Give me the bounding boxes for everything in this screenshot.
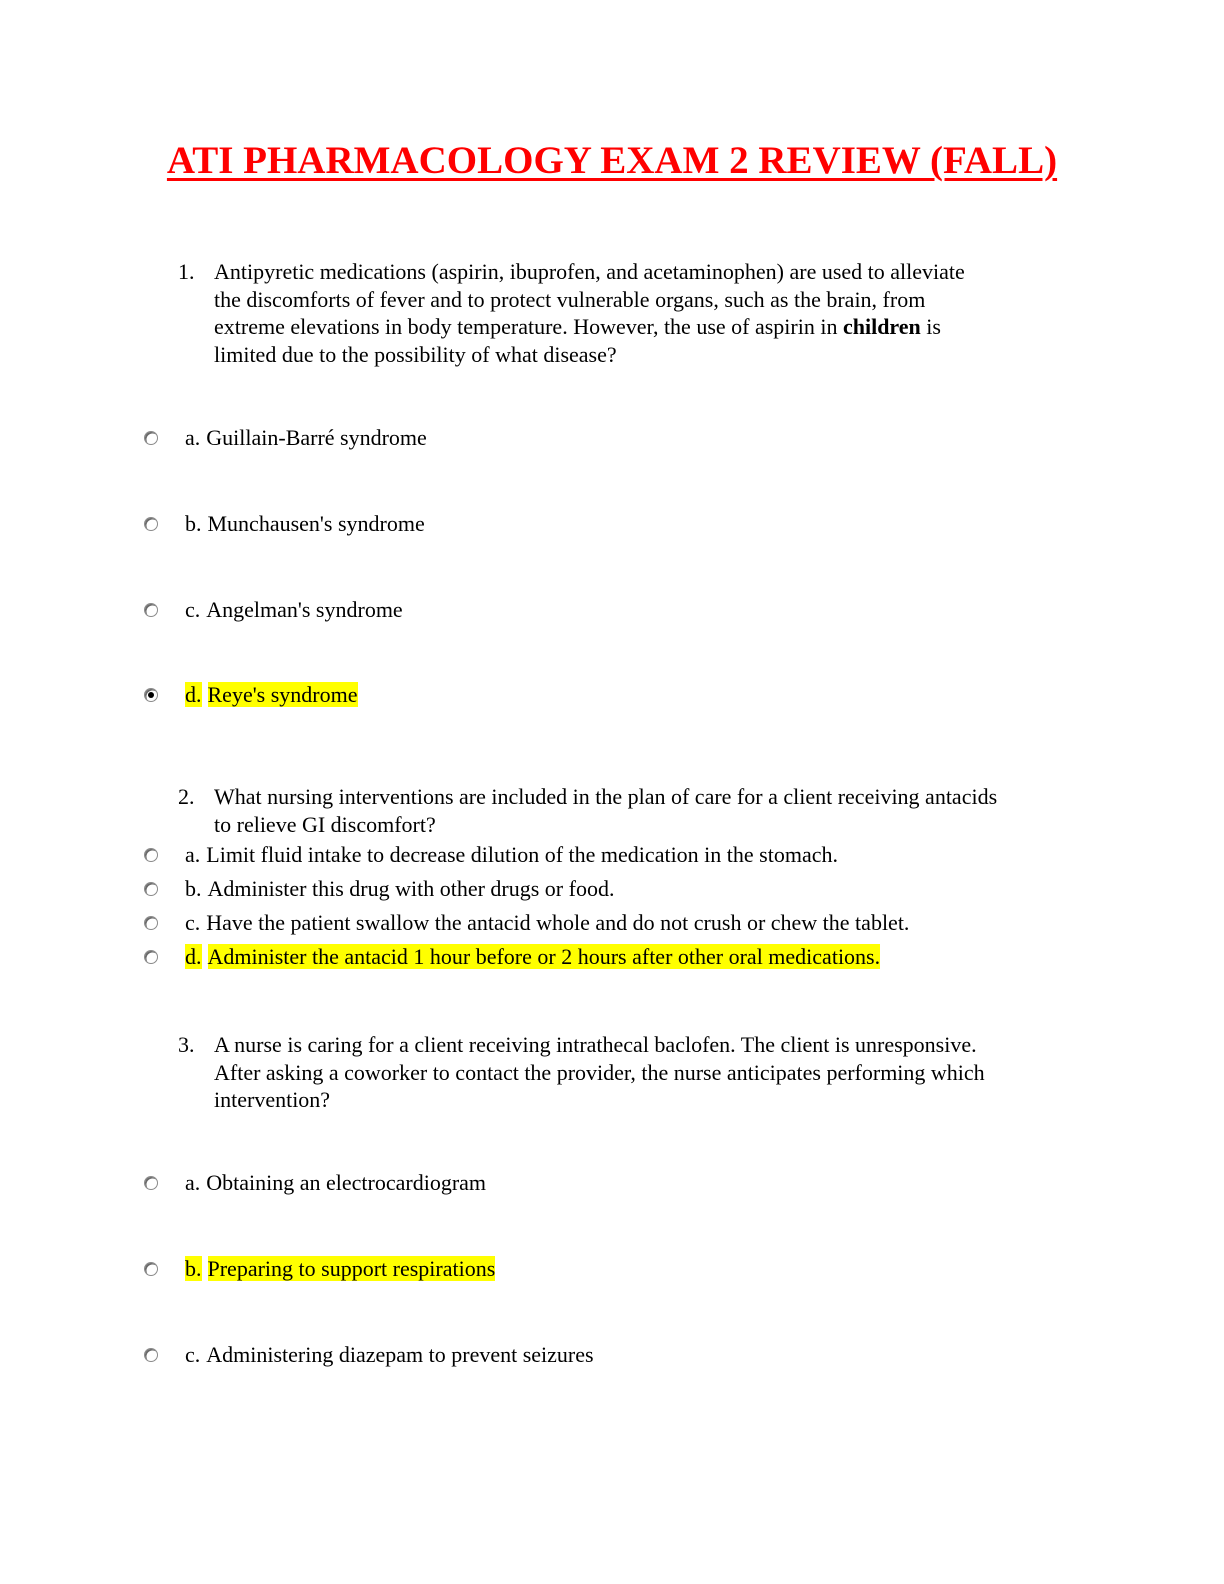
option-text: Administer the antacid 1 hour before or … xyxy=(207,944,881,969)
radio-button-icon[interactable] xyxy=(144,916,158,930)
radio-button-icon[interactable] xyxy=(144,431,158,445)
option-2c[interactable]: c.Have the patient swallow the antacid w… xyxy=(142,909,909,937)
question-line: A nurse is caring for a client receiving… xyxy=(214,1032,977,1057)
option-label: a.Guillain-Barré syndrome xyxy=(185,424,427,452)
option-letter: d. xyxy=(185,944,202,969)
option-label: c.Have the patient swallow the antacid w… xyxy=(185,909,909,937)
question-number: 1. xyxy=(178,259,195,284)
option-letter: c. xyxy=(185,1342,201,1367)
question-line-text: is xyxy=(920,314,941,339)
question-line: extreme elevations in body temperature. … xyxy=(214,313,965,341)
radio-button-icon[interactable] xyxy=(144,517,158,531)
question-text: A nurse is caring for a client receiving… xyxy=(214,1031,985,1114)
option-letter: a. xyxy=(185,1170,201,1195)
option-text: Obtaining an electrocardiogram xyxy=(206,1170,487,1195)
question-line: the discomforts of fever and to protect … xyxy=(214,286,926,312)
option-1a[interactable]: a.Guillain-Barré syndrome xyxy=(142,424,427,452)
option-text: Preparing to support respirations xyxy=(207,1256,496,1281)
option-letter: d. xyxy=(185,682,202,707)
option-text: Limit fluid intake to decrease dilution … xyxy=(206,842,838,867)
option-text: Administering diazepam to prevent seizur… xyxy=(206,1342,594,1367)
option-text: Reye's syndrome xyxy=(207,682,358,707)
option-text: Munchausen's syndrome xyxy=(207,511,425,536)
option-label: d.Reye's syndrome xyxy=(185,681,358,709)
option-3c[interactable]: c.Administering diazepam to prevent seiz… xyxy=(142,1341,594,1369)
option-letter: a. xyxy=(185,842,201,867)
question-line: What nursing interventions are included … xyxy=(214,784,998,809)
option-letter: c. xyxy=(185,910,201,935)
question-line: limited due to the possibility of what d… xyxy=(214,341,617,367)
radio-button-icon[interactable] xyxy=(144,848,158,862)
option-2a[interactable]: a.Limit fluid intake to decrease dilutio… xyxy=(142,841,838,869)
question-number: 2. xyxy=(178,784,195,809)
option-label: d.Administer the antacid 1 hour before o… xyxy=(185,943,881,971)
option-2b[interactable]: b.Administer this drug with other drugs … xyxy=(142,875,614,903)
question-text: What nursing interventions are included … xyxy=(214,783,997,838)
option-2d[interactable]: d.Administer the antacid 1 hour before o… xyxy=(142,943,881,971)
radio-button-icon[interactable] xyxy=(144,1348,158,1362)
option-letter: b. xyxy=(185,1256,202,1281)
question-line: Antipyretic medications (aspirin, ibupro… xyxy=(214,259,965,284)
radio-button-checked-icon[interactable] xyxy=(144,688,158,702)
option-label: a.Limit fluid intake to decrease dilutio… xyxy=(185,841,838,869)
question-line: to relieve GI discomfort? xyxy=(214,811,436,837)
question-line-text: extreme elevations in body temperature. … xyxy=(214,314,843,339)
option-letter: b. xyxy=(185,876,202,901)
option-label: a.Obtaining an electrocardiogram xyxy=(185,1169,486,1197)
option-3a[interactable]: a.Obtaining an electrocardiogram xyxy=(142,1169,486,1197)
option-label: c.Angelman's syndrome xyxy=(185,596,403,624)
option-label: b.Preparing to support respirations xyxy=(185,1255,496,1283)
option-text: Guillain-Barré syndrome xyxy=(206,425,427,450)
option-label: c.Administering diazepam to prevent seiz… xyxy=(185,1341,594,1369)
option-text: Administer this drug with other drugs or… xyxy=(207,876,615,901)
radio-button-icon[interactable] xyxy=(144,950,158,964)
option-label: b.Administer this drug with other drugs … xyxy=(185,875,614,903)
option-1d[interactable]: d.Reye's syndrome xyxy=(142,681,358,709)
option-letter: c. xyxy=(185,597,201,622)
emphasis-text: children xyxy=(842,314,921,339)
radio-button-icon[interactable] xyxy=(144,603,158,617)
radio-button-icon[interactable] xyxy=(144,1176,158,1190)
option-3b[interactable]: b.Preparing to support respirations xyxy=(142,1255,496,1283)
option-label: b.Munchausen's syndrome xyxy=(185,510,425,538)
option-letter: a. xyxy=(185,425,201,450)
radio-button-icon[interactable] xyxy=(144,1262,158,1276)
question-number: 3. xyxy=(178,1032,195,1057)
question-text: Antipyretic medications (aspirin, ibupro… xyxy=(214,258,965,368)
option-text: Angelman's syndrome xyxy=(206,597,403,622)
radio-button-icon[interactable] xyxy=(144,882,158,896)
option-text: Have the patient swallow the antacid who… xyxy=(206,910,910,935)
question-line: intervention? xyxy=(214,1087,331,1112)
option-1b[interactable]: b.Munchausen's syndrome xyxy=(142,510,425,538)
option-1c[interactable]: c.Angelman's syndrome xyxy=(142,596,403,624)
page-title: ATI PHARMACOLOGY EXAM 2 REVIEW (FALL) xyxy=(166,139,1058,182)
question-line: After asking a coworker to contact the p… xyxy=(214,1059,985,1085)
option-letter: b. xyxy=(185,511,202,536)
